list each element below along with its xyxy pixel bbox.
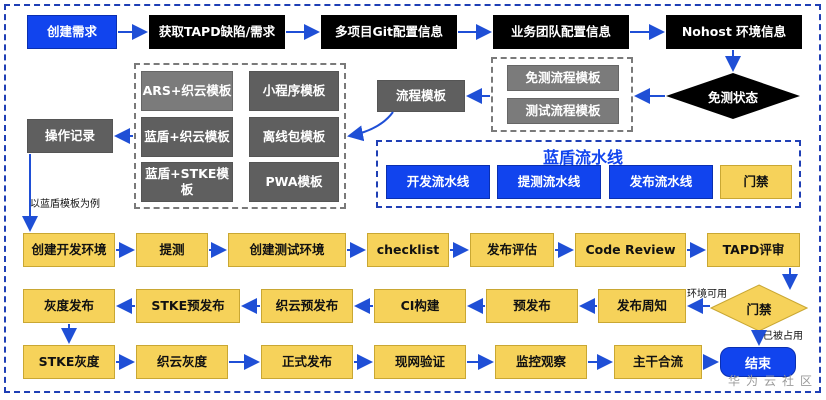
mini-program-template-node: 小程序模板 [249, 71, 339, 111]
row1-submit-test: 提测 [136, 233, 208, 267]
offline-package-template-node: 离线包模板 [249, 117, 339, 157]
pipeline-group [376, 140, 801, 208]
ars-zhiyun-template-node: ARS+织云模板 [141, 71, 233, 111]
row2-prerelease: 预发布 [486, 289, 578, 323]
operation-log-node: 操作记录 [27, 119, 113, 153]
pipeline-title: 蓝盾流水线 [543, 148, 624, 167]
row1-code-review: Code Review [575, 233, 686, 267]
row1-create-dev-env: 创建开发环境 [23, 233, 115, 267]
row1-tapd-review: TAPD评审 [707, 233, 800, 267]
row3-stke-gray: STKE灰度 [23, 345, 115, 379]
nohost-node: Nohost 环境信息 [666, 15, 802, 49]
row1-checklist: checklist [367, 233, 449, 267]
flow-template-group [491, 57, 633, 132]
exempt-decision-diamond [666, 73, 800, 119]
row2-release-notice: 发布周知 [598, 289, 686, 323]
fetch-tapd-node: 获取TAPD缺陷/需求 [149, 15, 285, 49]
example-label: 以蓝盾模板为例 [30, 199, 100, 210]
row1-release-assessment: 发布评估 [470, 233, 554, 267]
templates-group [134, 63, 346, 209]
env-available-label: 环境可用 [687, 289, 727, 300]
dev-pipeline-node: 开发流水线 [386, 165, 490, 199]
end-node: 结束 [720, 347, 796, 377]
multi-project-git-node: 多项目Git配置信息 [321, 15, 457, 49]
row2-ci-build: CI构建 [374, 289, 466, 323]
row2-gray-release: 灰度发布 [23, 289, 115, 323]
release-pipeline-node: 发布流水线 [609, 165, 713, 199]
row2-stke-prerelease: STKE预发布 [136, 289, 240, 323]
flow-template-node: 流程模板 [377, 80, 465, 112]
test-flow-template-node: 测试流程模板 [507, 98, 619, 124]
row3-zhiyun-gray: 织云灰度 [136, 345, 228, 379]
create-requirement-node: 创建需求 [27, 15, 117, 49]
row3-prod-verify: 现网验证 [374, 345, 466, 379]
row2-zhiyun-prerelease: 织云预发布 [261, 289, 353, 323]
row1-create-test-env: 创建测试环境 [228, 233, 346, 267]
team-config-node: 业务团队配置信息 [493, 15, 629, 49]
exempt-decision-label: 免测状态 [707, 89, 758, 105]
landun-zhiyun-template-node: 蓝盾+织云模板 [141, 117, 233, 157]
exempt-flow-template-node: 免测流程模板 [507, 65, 619, 91]
row3-official-release: 正式发布 [261, 345, 353, 379]
gate-decision-label: 门禁 [746, 301, 772, 317]
landun-stke-template-node: 蓝盾+STKE模板 [141, 162, 233, 202]
watermark: 华为云社区 [728, 374, 819, 388]
test-pipeline-node: 提测流水线 [497, 165, 601, 199]
row3-trunk-merge: 主干合流 [614, 345, 702, 379]
outer-frame [4, 4, 821, 393]
pwa-template-node: PWA模板 [249, 162, 339, 202]
occupied-label: 已被占用 [763, 331, 803, 342]
row3-monitor: 监控观察 [495, 345, 587, 379]
gate-pipeline-node: 门禁 [720, 165, 792, 199]
